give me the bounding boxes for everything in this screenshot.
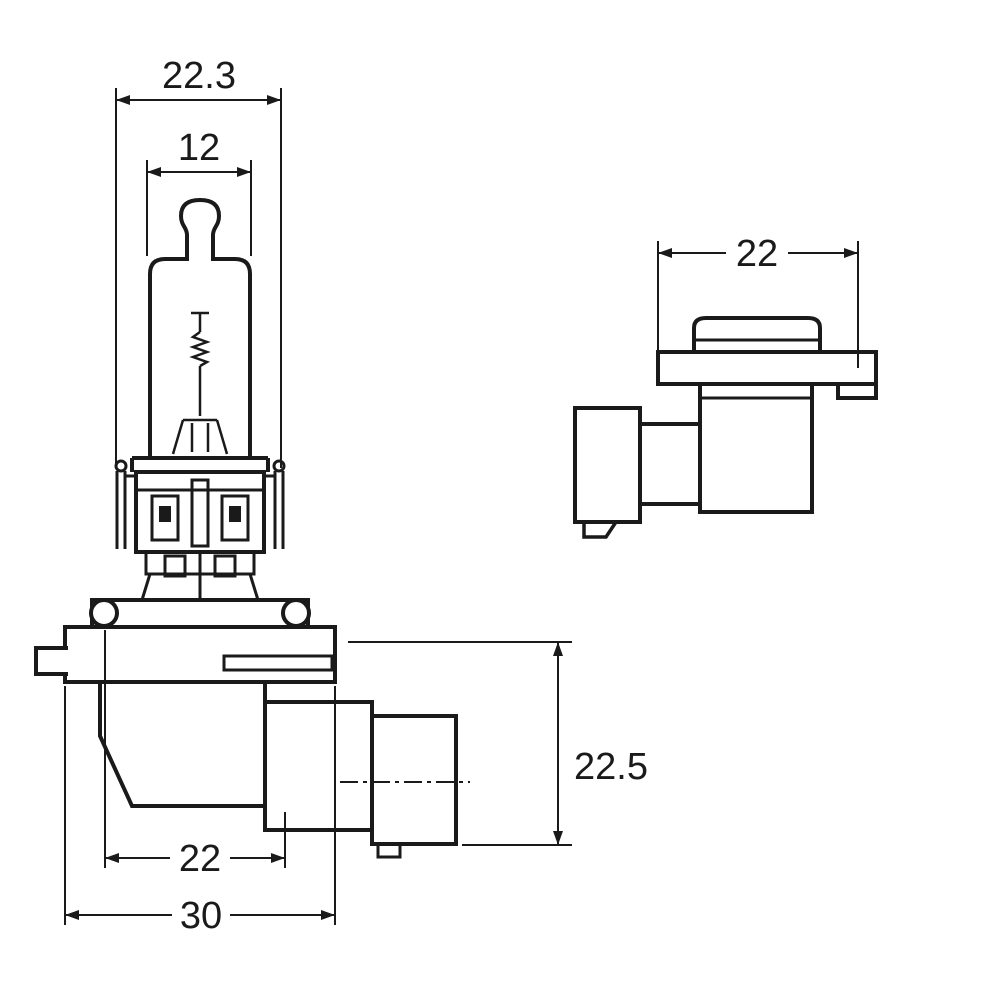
front-view xyxy=(34,197,470,859)
label-gap xyxy=(172,895,230,935)
dim-label-connector-height: 22.5 xyxy=(574,746,648,788)
side-cap xyxy=(692,316,822,352)
side-connector-body xyxy=(573,382,814,539)
dim-label-overall-width: 22.3 xyxy=(162,55,236,97)
side-view xyxy=(573,316,878,539)
dim-label-base-width: 22 xyxy=(179,838,221,880)
dim-label-flange-width: 30 xyxy=(180,895,222,937)
label-gap xyxy=(170,838,230,878)
dim-label-glass-width: 12 xyxy=(178,127,220,169)
o-ring-seat xyxy=(89,598,311,629)
filament-assembly xyxy=(171,311,229,455)
base-body xyxy=(134,470,266,601)
label-gap xyxy=(726,233,788,273)
base-shoulder xyxy=(130,456,270,472)
mounting-flange xyxy=(34,625,337,684)
glass-tip xyxy=(178,197,222,261)
dim-label-side-cap-width: 22 xyxy=(736,233,778,275)
connector-body xyxy=(98,682,470,859)
